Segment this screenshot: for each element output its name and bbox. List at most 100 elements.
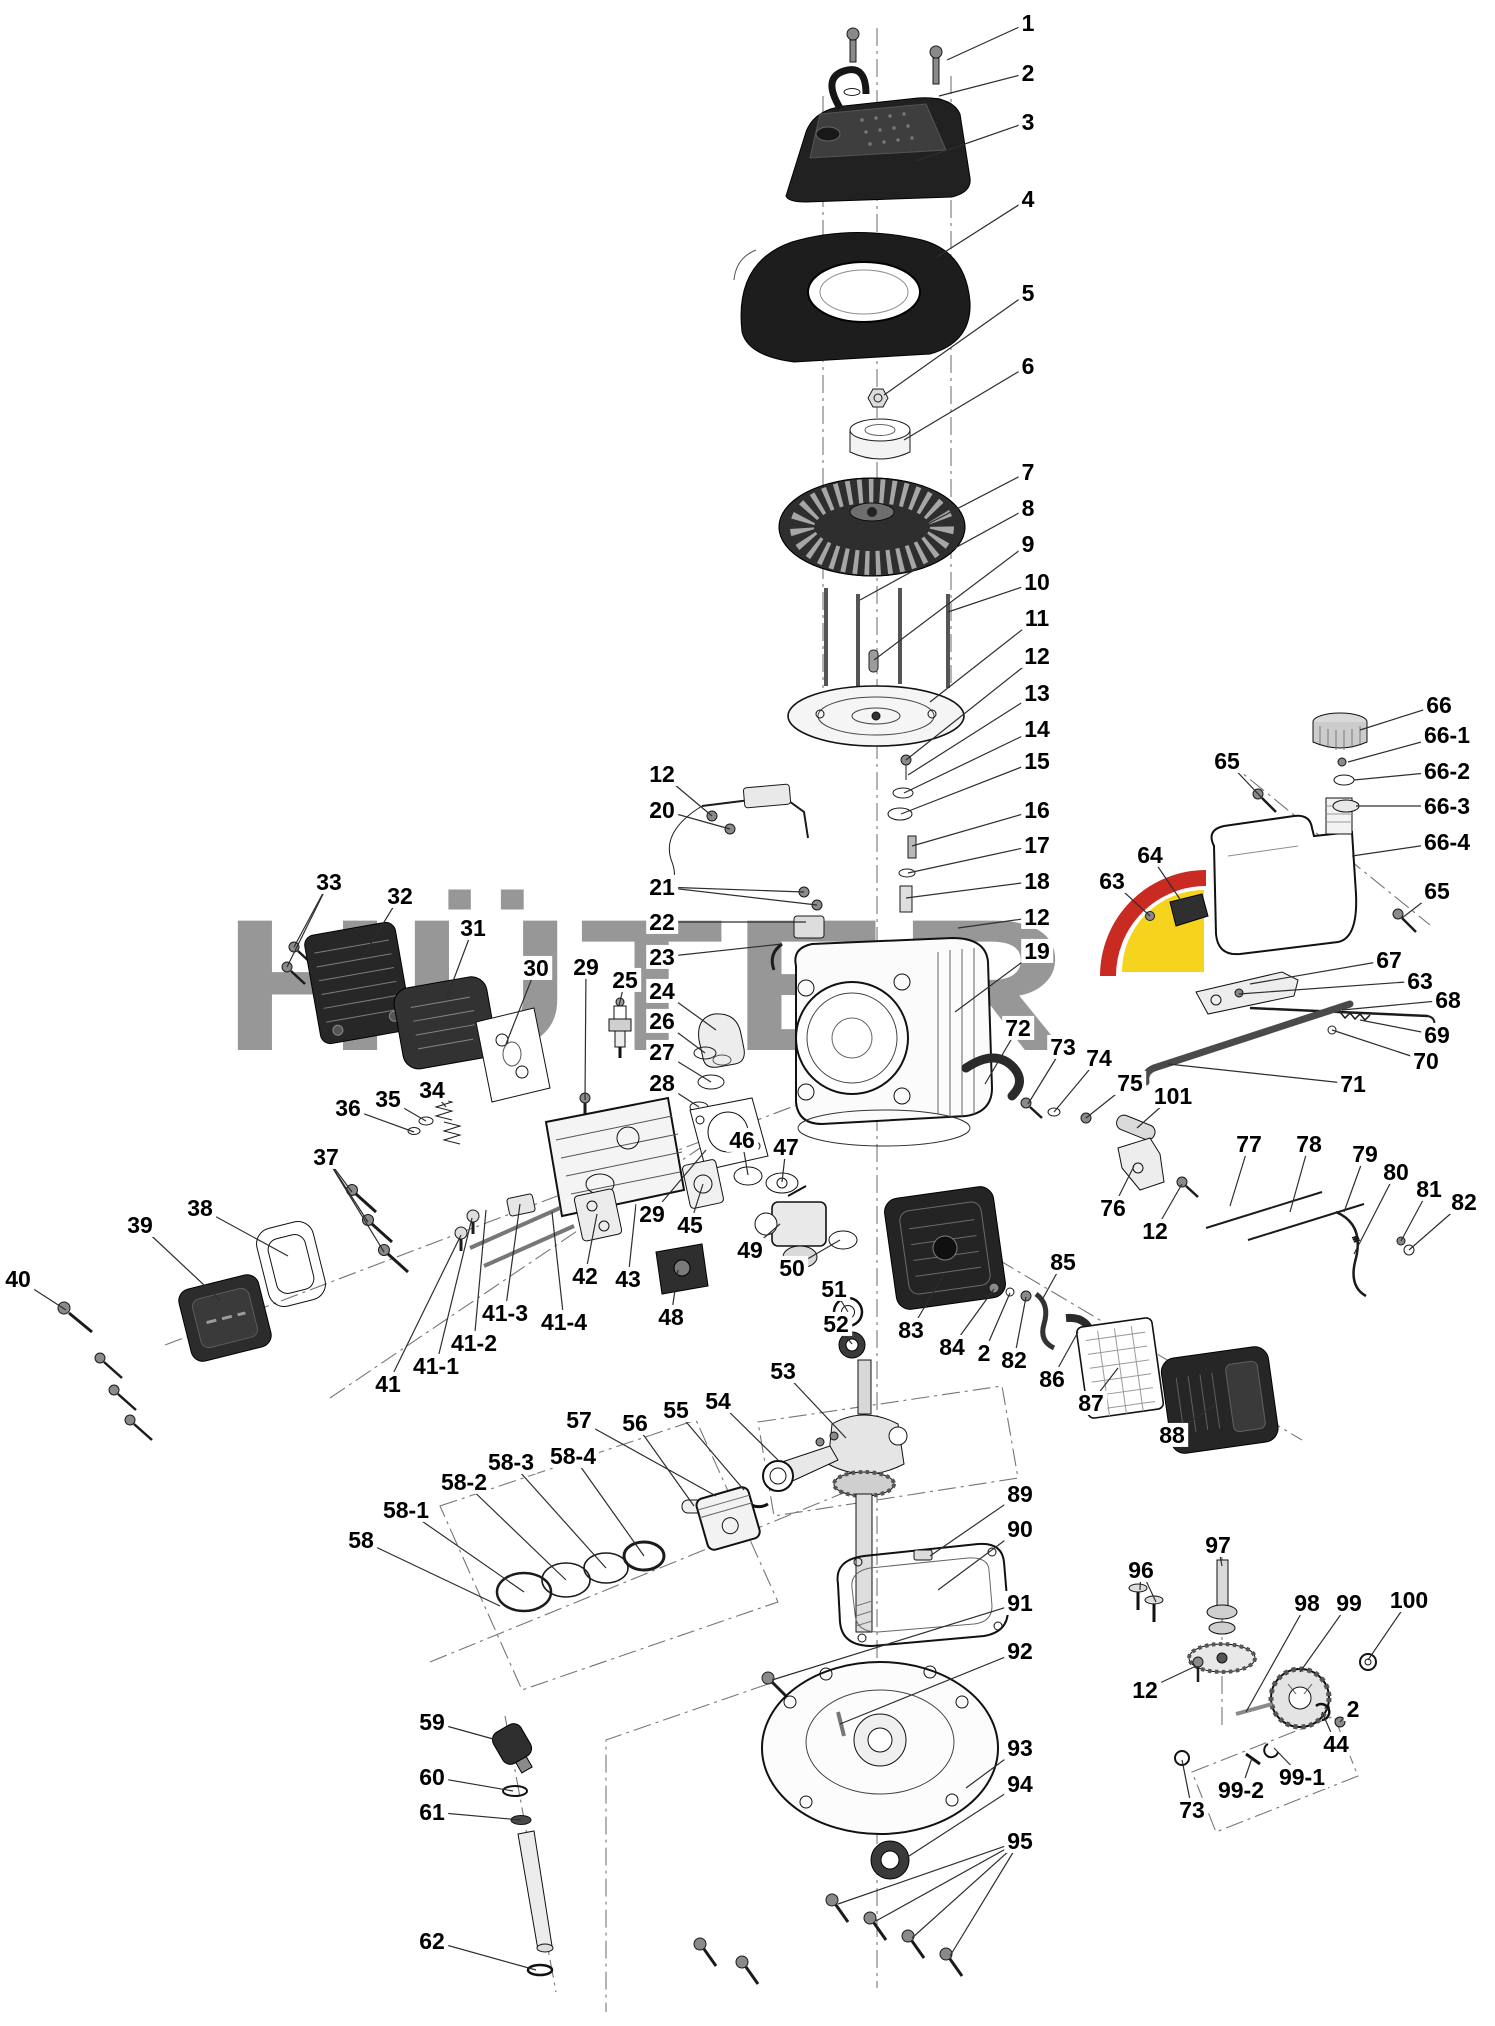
- part-callout-86: 86: [1036, 1367, 1068, 1391]
- leader-line-41-2: [473, 1209, 487, 1344]
- oil-tank: [1210, 797, 1358, 956]
- part-callout-17: 17: [1021, 833, 1053, 857]
- flywheel-key: [868, 649, 879, 673]
- part-callout-73: 73: [1176, 1798, 1208, 1822]
- part-callout-31: 31: [457, 916, 489, 940]
- part-callout-101: 101: [1150, 1084, 1196, 1108]
- part-callout-54: 54: [702, 1389, 734, 1413]
- governor-small-parts: [887, 754, 917, 913]
- part-callout-76: 76: [1097, 1196, 1129, 1220]
- part-callout-42: 42: [569, 1264, 601, 1288]
- part-callout-56: 56: [619, 1411, 651, 1435]
- part-callout-66-3: 66-3: [1420, 794, 1474, 818]
- connecting-rod: [740, 1431, 839, 1509]
- leader-line-92: [839, 1650, 1021, 1725]
- exhaust-gasket: [475, 1007, 551, 1103]
- part-callout-28: 28: [646, 1071, 678, 1095]
- leader-line-21: [661, 886, 818, 906]
- leader-line-33: [286, 881, 330, 968]
- leader-line-95: [949, 1840, 1021, 1957]
- leader-line-14: [903, 728, 1038, 794]
- valve-lifters: [454, 1193, 536, 1251]
- cylinder-head: [544, 1096, 686, 1218]
- part-callout-8: 8: [1018, 496, 1038, 520]
- part-callout-67: 67: [1373, 948, 1405, 972]
- part-callout-19: 19: [1021, 939, 1053, 963]
- leader-line-7: [921, 471, 1029, 528]
- part-callout-58-3: 58-3: [484, 1450, 538, 1474]
- part-callout-90: 90: [1004, 1517, 1036, 1541]
- part-callout-96: 96: [1125, 1558, 1157, 1582]
- bolt-12d: [1176, 1176, 1199, 1198]
- leader-line-18: [905, 880, 1038, 899]
- part-callout-29: 29: [636, 1202, 668, 1226]
- part-callout-93: 93: [1004, 1736, 1036, 1760]
- push-rods: [469, 1206, 575, 1268]
- leader-line-63: [1238, 980, 1421, 995]
- part-callout-99: 99: [1333, 1591, 1365, 1615]
- part-callout-25: 25: [609, 968, 641, 992]
- leader-line-16: [911, 809, 1038, 847]
- governor-bracket: [1117, 1137, 1165, 1191]
- part-callout-29: 29: [570, 955, 602, 979]
- part-callout-66: 66: [1423, 693, 1455, 717]
- part-callout-6: 6: [1018, 354, 1038, 378]
- part-callout-1: 1: [1018, 11, 1038, 35]
- base-screws: [988, 1282, 1032, 1302]
- leader-line-3: [915, 121, 1029, 162]
- part-callout-41-2: 41-2: [447, 1331, 501, 1355]
- part-callout-80: 80: [1380, 1160, 1412, 1184]
- starter-pulley: [787, 685, 965, 747]
- carburetor: [754, 1185, 858, 1269]
- part-callout-98: 98: [1291, 1591, 1323, 1615]
- part-callout-4: 4: [1018, 187, 1038, 211]
- breather-hose: [961, 1053, 1024, 1101]
- leader-line-17: [907, 844, 1038, 874]
- part-callout-84: 84: [936, 1335, 968, 1359]
- part-callout-41-1: 41-1: [409, 1354, 463, 1378]
- leader-line-21: [661, 886, 805, 893]
- starter-cup: [849, 418, 911, 460]
- leader-line-1: [946, 22, 1029, 61]
- part-callout-51: 51: [818, 1277, 850, 1301]
- leader-line-95: [837, 1840, 1021, 1905]
- part-callout-2: 2: [1343, 1697, 1363, 1721]
- part-callout-71: 71: [1337, 1072, 1369, 1096]
- part-callout-81: 81: [1413, 1177, 1445, 1201]
- leader-line-41-3: [504, 1203, 521, 1314]
- cover-bolts: [94, 1352, 153, 1441]
- valve-springs: [407, 1097, 462, 1145]
- part-callout-85: 85: [1047, 1250, 1079, 1274]
- piston-rings: [495, 1540, 666, 1613]
- oil-seal-lower: [870, 1840, 910, 1880]
- dipstick-cap: [491, 1723, 533, 1774]
- part-callout-99-1: 99-1: [1275, 1765, 1329, 1789]
- part-callout-9: 9: [1018, 532, 1038, 556]
- part-callout-18: 18: [1021, 869, 1053, 893]
- leader-line-57: [578, 1419, 717, 1497]
- leader-line-15: [900, 760, 1038, 815]
- part-callout-58-2: 58-2: [437, 1470, 491, 1494]
- leader-line-5: [883, 292, 1029, 396]
- air-cleaner-base: [884, 1186, 1006, 1310]
- leader-line-58-2: [463, 1481, 567, 1581]
- part-callout-55: 55: [660, 1398, 692, 1422]
- part-callout-30: 30: [520, 956, 552, 980]
- leader-line-41-1: [435, 1217, 473, 1367]
- part-callout-2: 2: [974, 1341, 994, 1365]
- leader-line-98: [1245, 1602, 1308, 1713]
- part-callout-83: 83: [895, 1318, 927, 1342]
- leader-line-43: [627, 1203, 637, 1280]
- leader-line-58-4: [572, 1455, 645, 1557]
- leader-line-23: [661, 943, 783, 958]
- part-callout-91: 91: [1004, 1591, 1036, 1615]
- part-callout-37: 37: [310, 1145, 342, 1169]
- part-callout-79: 79: [1349, 1142, 1381, 1166]
- part-callout-58-1: 58-1: [379, 1498, 433, 1522]
- part-callout-64: 64: [1134, 843, 1166, 867]
- part-callout-14: 14: [1021, 717, 1053, 741]
- leader-line-58: [360, 1539, 501, 1607]
- rocker-gasket: [256, 1221, 326, 1307]
- leader-line-58-1: [405, 1509, 525, 1593]
- part-callout-24: 24: [646, 979, 678, 1003]
